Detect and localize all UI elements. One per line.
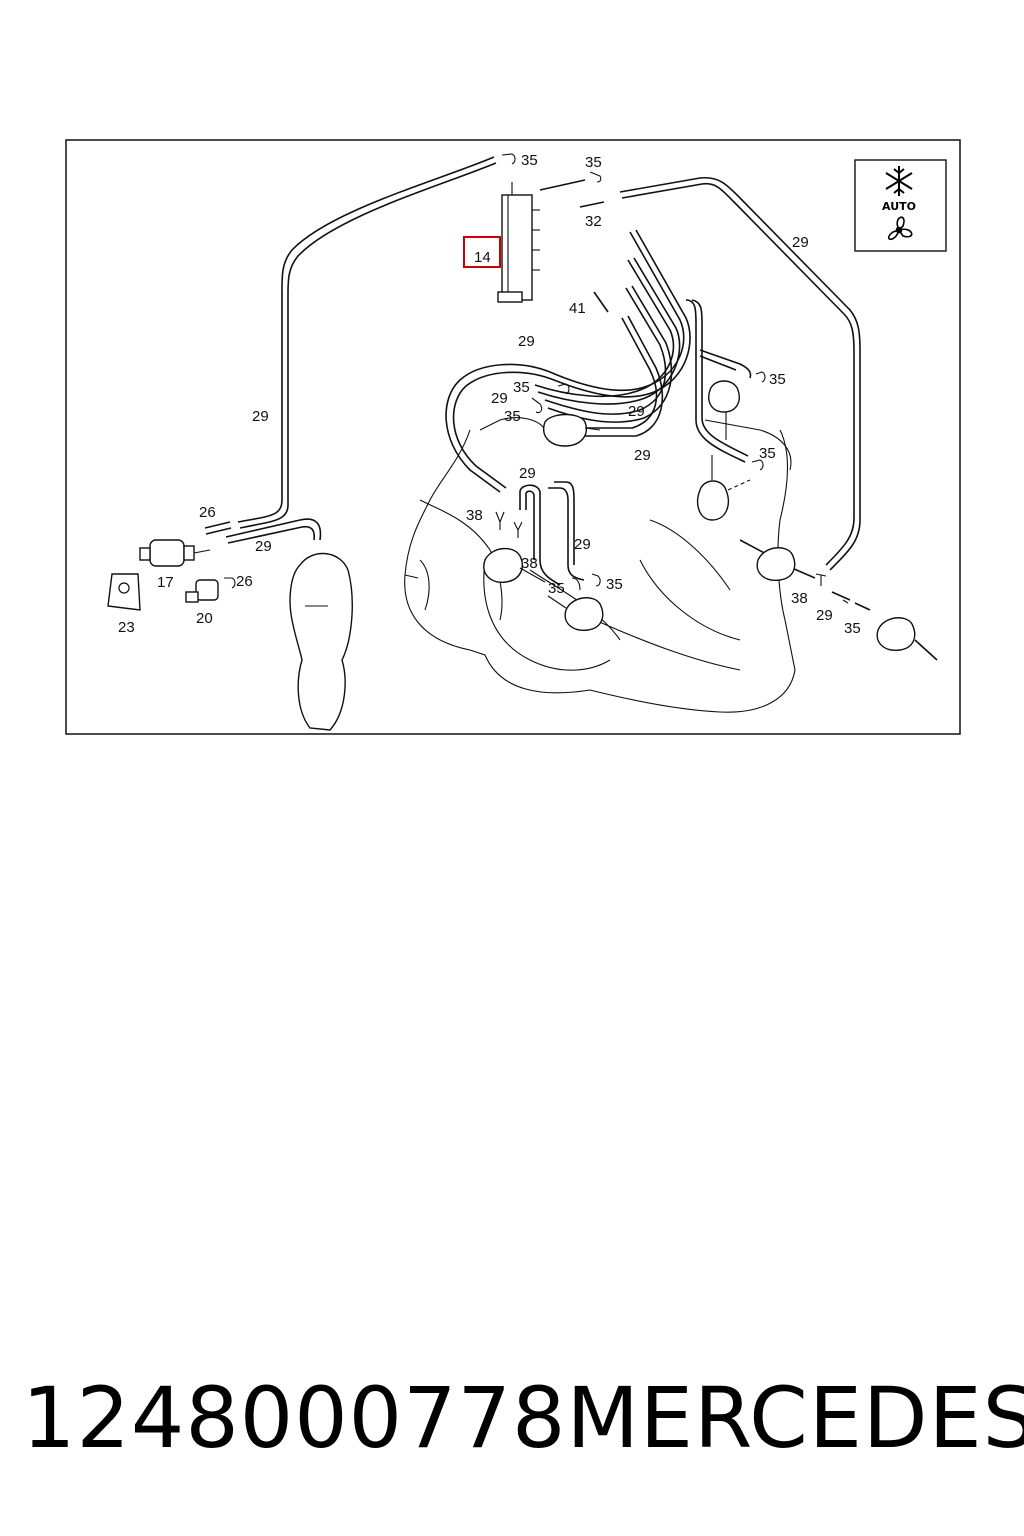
vacuum-valve-block — [497, 182, 540, 303]
badge-label: AUTO — [882, 200, 916, 213]
callout-35-center-b: 35 — [504, 408, 521, 425]
highlight-box-14 — [463, 236, 501, 268]
callout-38-center: 38 — [521, 555, 538, 572]
callout-17: 17 — [157, 574, 174, 591]
bracket-23 — [107, 573, 141, 611]
brand-name: MERCEDES — [566, 1369, 1024, 1467]
callout-35-lower-a: 35 — [548, 580, 565, 597]
callout-35-far-right: 35 — [844, 620, 861, 637]
callout-29-center-low: 29 — [634, 447, 651, 464]
callout-35-lower-b: 35 — [606, 576, 623, 593]
callout-29-top-right: 29 — [792, 234, 809, 251]
actuator-right-mid — [696, 455, 751, 521]
callout-29-center-left: 29 — [491, 390, 508, 407]
actuator-center-upper — [543, 413, 601, 447]
actuator-right-upper — [708, 380, 740, 440]
footer: 1248000778 MERCEDES — [22, 1368, 1024, 1468]
callout-38-right: 38 — [791, 590, 808, 607]
callout-23: 23 — [118, 619, 135, 636]
check-valve-17 — [139, 539, 211, 567]
callout-29-center-top: 29 — [518, 333, 535, 350]
actuator-right-lower — [756, 547, 796, 581]
check-valve-20 — [185, 577, 236, 603]
callout-35-right-mid: 35 — [759, 445, 776, 462]
actuator-far-right — [876, 617, 916, 651]
actuator-lower-center — [547, 595, 604, 631]
part-number: 1248000778 — [22, 1369, 567, 1467]
t-connector-38-left — [495, 511, 523, 538]
callout-32: 32 — [585, 213, 602, 230]
callout-35-right-upper: 35 — [769, 371, 786, 388]
callout-29-lower-right: 29 — [574, 536, 591, 553]
callout-26-lower: 26 — [236, 573, 253, 590]
callout-38-left: 38 — [466, 507, 483, 524]
callout-29-center-right: 29 — [628, 403, 645, 420]
callout-29-far-right: 29 — [816, 607, 833, 624]
callout-14: 14 — [474, 249, 491, 266]
snowflake-icon — [885, 166, 913, 196]
actuator-lower-left — [483, 547, 546, 583]
climate-auto-badge: AUTO — [854, 159, 947, 252]
t-connector-38-right — [815, 573, 827, 586]
callout-35-top: 35 — [585, 154, 602, 171]
callout-29-left: 29 — [252, 408, 269, 425]
callout-29-lower-center: 29 — [519, 465, 536, 482]
callout-35-top-left: 35 — [521, 152, 538, 169]
callout-20: 20 — [196, 610, 213, 627]
callout-29-reservoir: 29 — [255, 538, 272, 555]
parts-diagram: AUTO — [65, 139, 961, 735]
callout-35-center-a: 35 — [513, 379, 530, 396]
vacuum-reservoir — [289, 552, 353, 731]
callout-26-left: 26 — [199, 504, 216, 521]
callout-41: 41 — [569, 300, 586, 317]
fan-icon — [887, 216, 913, 241]
